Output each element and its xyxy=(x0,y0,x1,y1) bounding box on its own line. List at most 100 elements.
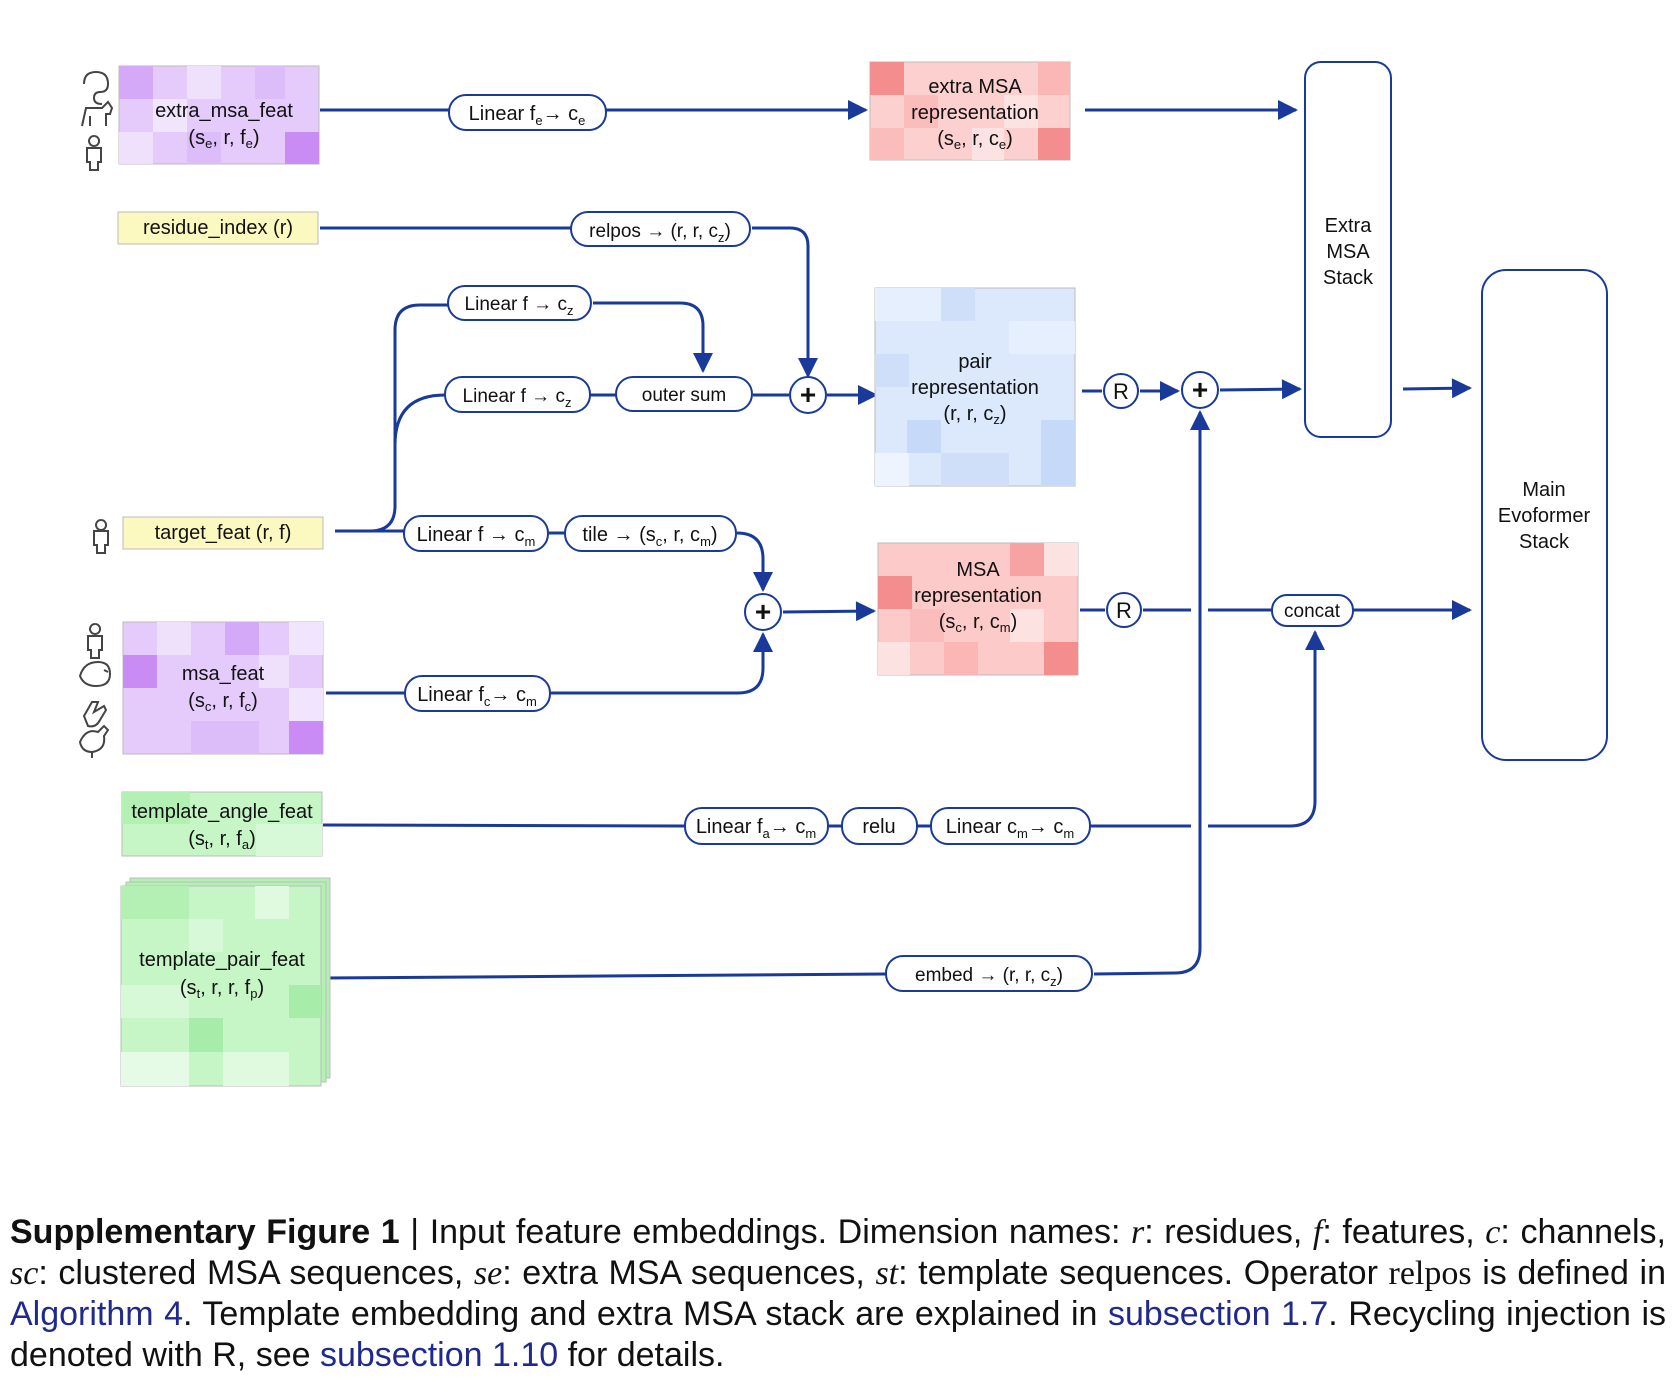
human-icon xyxy=(93,519,109,554)
msa-feat-block: msa_feat (sc, r, fc) xyxy=(122,621,324,755)
relpos-pill xyxy=(570,211,751,247)
recycle-pair-label: R xyxy=(1113,379,1129,404)
edge-template-pair-to-embed xyxy=(324,972,887,980)
linear-fa-cm-label: Linear fa→ cm xyxy=(696,816,816,841)
linear-cm-cm-label: Linear cm→ cm xyxy=(946,816,1074,841)
extra-msa-feat-cell xyxy=(119,132,153,164)
recycle-nodes: R R xyxy=(1103,373,1142,628)
extra-msa-stack-line2: MSA xyxy=(1326,241,1370,263)
snake-icon xyxy=(83,70,110,105)
recycle-msa-circle xyxy=(1106,592,1142,628)
extra-msa-rep-line2: representation xyxy=(911,102,1039,124)
link-subsection-1-7[interactable]: subsection 1.7 xyxy=(1107,1295,1329,1333)
msa-feat-cell xyxy=(259,655,289,688)
msa-feat-cell xyxy=(225,622,259,655)
embed-label: embed → (r, r, cz) xyxy=(915,965,1063,989)
residue-index-block: residue_index (r) xyxy=(117,211,319,245)
linear-fe-ce-label: Linear fe→ ce xyxy=(469,103,586,128)
plus-recycle-circle xyxy=(1181,371,1219,409)
chick-icon xyxy=(78,660,112,688)
extra-msa-feat-cell xyxy=(119,66,153,99)
caption-label: Supplementary Figure 1 xyxy=(10,1213,400,1251)
connectors xyxy=(320,100,1472,980)
caption-math-c: c xyxy=(1485,1214,1501,1251)
plus-nodes: + + + xyxy=(744,371,1219,631)
edge-embed-to-plus xyxy=(1093,410,1210,976)
msa-rep-line2: representation xyxy=(914,585,1042,607)
plus-recycle-label: + xyxy=(1192,374,1208,405)
caption-text-10: . Recycling injection is denoted with R,… xyxy=(10,1295,1666,1374)
msa-feat-cell xyxy=(289,622,323,655)
caption-operator-relpos: relpos xyxy=(1388,1255,1472,1292)
linear-fe-ce-pill xyxy=(448,94,607,131)
caption-text-5: : clustered MSA sequences, xyxy=(38,1254,464,1292)
extra-msa-feat-cell xyxy=(255,66,285,99)
caption-text-8: is defined in xyxy=(1482,1254,1667,1292)
extra-msa-feat-block: extra_msa_feat (se, r, fe) xyxy=(118,65,320,165)
feature-embedding-diagram: extra_msa_feat (se, r, fe) residue_index… xyxy=(78,61,1608,1087)
outer-sum-pill xyxy=(615,376,753,412)
template-pair-feat-block: template_pair_feat (st, r, r, fp) xyxy=(120,877,331,1087)
outer-sum-label: outer sum xyxy=(642,385,726,406)
target-feat-block: target_feat (r, f) xyxy=(122,516,324,550)
pair-representation-block: pair representation (r, r, cz) xyxy=(874,287,1076,487)
caption-text-9: . Template embedding and extra MSA stack… xyxy=(183,1295,1098,1333)
msa-feat-cell xyxy=(191,721,259,754)
operation-pills xyxy=(403,94,1354,992)
relpos-label: relpos → (r, r, cz) xyxy=(589,221,731,245)
edge-target-to-linear-cz-bottom xyxy=(393,393,446,446)
edge-plus-to-extra-stack xyxy=(1219,379,1302,400)
linear-fc-cm-pill xyxy=(404,675,551,712)
species-icons-extra xyxy=(81,70,114,171)
caption-math-se: se xyxy=(473,1255,503,1292)
extra-msa-feat-cell xyxy=(153,99,187,132)
extra-msa-representation-block: extra MSA representation (se, r, ce) xyxy=(869,61,1071,161)
main-stack-line3: Stack xyxy=(1519,531,1570,553)
template-angle-feat-block: template_angle_feat (st, r, fa) xyxy=(121,791,323,857)
caption-text-3: : features, xyxy=(1322,1213,1475,1251)
linear-fc-cm-label: Linear fc→ cm xyxy=(417,684,537,709)
edge-extra-stack-to-main-stack xyxy=(1402,378,1472,399)
extra-msa-stack-line1: Extra xyxy=(1325,215,1373,237)
linear-f-cz-bottom-pill xyxy=(444,376,591,413)
plus-pair-circle xyxy=(789,376,827,414)
msa-feat-cell xyxy=(157,622,191,655)
edge-plus-to-msa-rep xyxy=(782,601,876,622)
figure-caption: Supplementary Figure 1 | Input feature e… xyxy=(10,1212,1666,1376)
linear-f-cz-top-pill xyxy=(447,285,592,321)
relu-label: relu xyxy=(862,816,895,838)
edge-linear-fc-to-plus xyxy=(550,632,773,695)
link-algorithm-4[interactable]: Algorithm 4 xyxy=(10,1295,184,1333)
link-subsection-1-10[interactable]: subsection 1.10 xyxy=(319,1336,559,1374)
extra-msa-feat-cell xyxy=(285,132,319,164)
linear-f-cz-bottom-label: Linear f → cz xyxy=(463,386,572,410)
template-pair-feat-label: template_pair_feat xyxy=(139,949,305,971)
extra-msa-stack: Extra MSA Stack xyxy=(1304,61,1392,438)
operation-labels: Linear fe→ ce relpos → (r, r, cz) Linear… xyxy=(417,103,1341,989)
msa-feat-cell xyxy=(289,721,323,754)
caption-text-4: : channels, xyxy=(1500,1213,1666,1251)
main-stack-line1: Main xyxy=(1522,479,1565,501)
recycle-msa-label: R xyxy=(1116,598,1132,623)
msa-feat-cell xyxy=(289,688,323,721)
target-feat-label: target_feat (r, f) xyxy=(155,522,292,544)
embed-pill xyxy=(885,955,1093,992)
caption-separator: | xyxy=(410,1213,420,1251)
pair-rep-line1: pair xyxy=(958,351,992,373)
human-icon xyxy=(86,135,102,171)
plus-pair-label: + xyxy=(800,379,816,410)
concat-pill xyxy=(1271,594,1354,627)
relu-pill xyxy=(841,807,918,845)
caption-math-r: r xyxy=(1131,1214,1145,1251)
extra-msa-feat-cell xyxy=(187,132,221,164)
tile-label: tile → (sc, r, cm) xyxy=(582,524,717,549)
extra-msa-feat-cell xyxy=(187,66,221,99)
caption-text-6: : extra MSA sequences, xyxy=(502,1254,865,1292)
plus-msa-circle xyxy=(744,593,782,631)
linear-f-cz-top-label: Linear f → cz xyxy=(465,294,574,318)
caption-math-st: st xyxy=(875,1255,899,1292)
concat-label: concat xyxy=(1284,601,1341,622)
extra-msa-rep-line1: extra MSA xyxy=(928,76,1022,98)
caption-text-11: for details. xyxy=(567,1336,725,1374)
msa-feat-label: msa_feat xyxy=(182,663,265,685)
